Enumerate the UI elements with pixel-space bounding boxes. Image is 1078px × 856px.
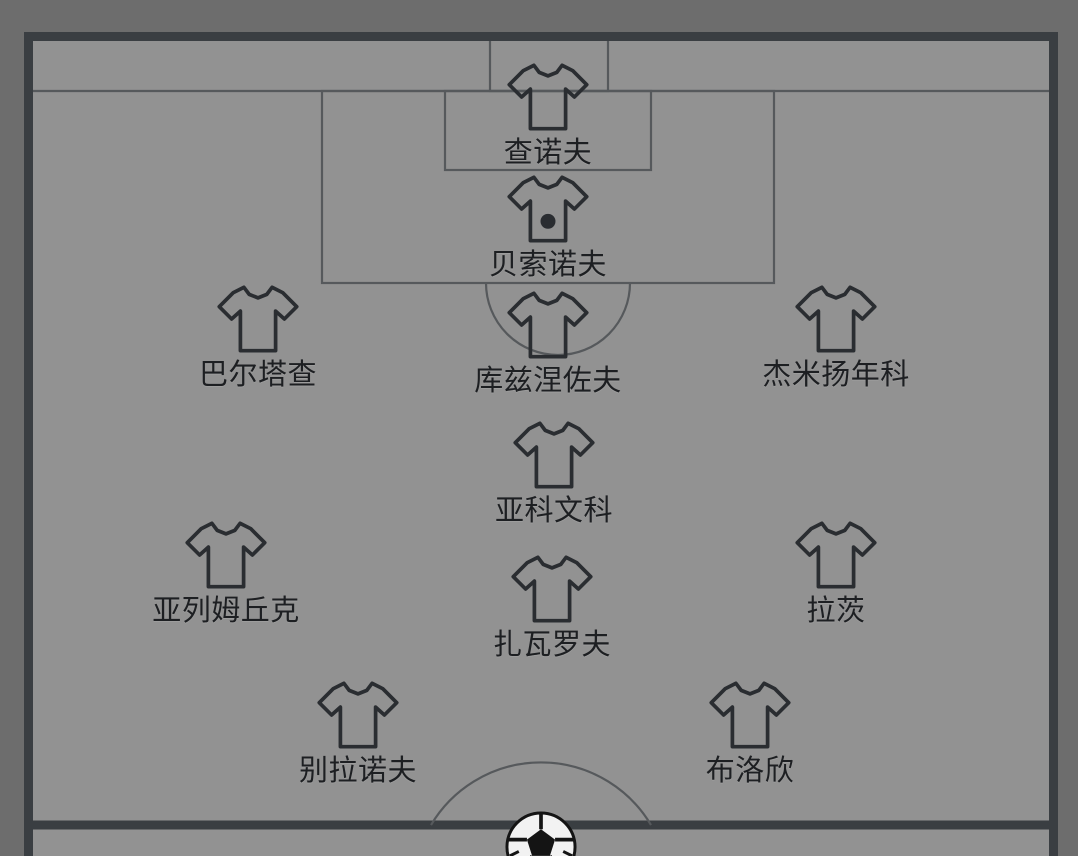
goal-area [443,89,653,172]
player-token[interactable]: 亚科文科 [424,418,684,526]
player-name: 巴尔塔查 [198,357,317,391]
player-token[interactable]: 亚列姆丘克 [96,518,356,626]
player-name: 亚科文科 [494,493,613,527]
player-token[interactable]: 贝索诺夫 [418,172,678,280]
football-pitch: 查诺夫贝索诺夫巴尔塔查 库兹涅佐夫 杰米扬年科亚科文科亚列姆丘克扎瓦罗夫 拉茨别拉诺夫… [24,32,1058,856]
jersey-wrap [128,282,388,356]
player-name: 亚列姆丘克 [152,593,300,627]
pitch-surface: 查诺夫贝索诺夫巴尔塔查 库兹涅佐夫 杰米扬年科亚科文科亚列姆丘克扎瓦罗夫 拉茨别拉诺夫… [33,41,1049,856]
player-name: 布洛欣 [705,753,795,787]
captain-dot [540,213,556,229]
jersey-wrap [418,172,678,246]
jersey-icon [795,521,877,589]
jersey-icon [513,421,595,489]
player-token[interactable]: 巴尔塔查 [128,282,388,390]
player-token[interactable]: 布洛欣 [620,678,880,786]
player-name: 杰米扬年科 [762,357,910,391]
player-token[interactable]: 杰米扬年科 [706,282,966,390]
player-token[interactable]: 扎瓦罗夫 [422,552,682,660]
player-name: 拉茨 [806,593,866,627]
jersey-wrap [424,418,684,492]
jersey-icon [507,63,589,131]
player-token[interactable]: 查诺夫 [418,60,678,168]
player-token[interactable]: 别拉诺夫 [228,678,488,786]
player-name: 查诺夫 [503,135,593,169]
player-token[interactable]: 拉茨 [706,518,966,626]
center-circle [430,761,652,826]
jersey-wrap [418,288,678,362]
jersey-icon [507,291,589,359]
jersey-icon [317,681,399,749]
jersey-wrap [422,552,682,626]
jersey-wrap [228,678,488,752]
jersey-wrap [620,678,880,752]
jersey-wrap [418,60,678,134]
jersey-wrap [706,282,966,356]
jersey-wrap [96,518,356,592]
jersey-icon [217,285,299,353]
jersey-icon [507,175,589,243]
jersey-icon [185,521,267,589]
player-token[interactable]: 库兹涅佐夫 [418,288,678,396]
jersey-wrap [706,518,966,592]
jersey-icon [511,555,593,623]
jersey-icon [709,681,791,749]
player-name: 别拉诺夫 [298,753,417,787]
player-name: 库兹涅佐夫 [474,363,622,397]
soccer-ball-icon [505,811,577,856]
jersey-icon [795,285,877,353]
player-name: 扎瓦罗夫 [492,627,611,661]
player-name: 贝索诺夫 [488,247,607,281]
